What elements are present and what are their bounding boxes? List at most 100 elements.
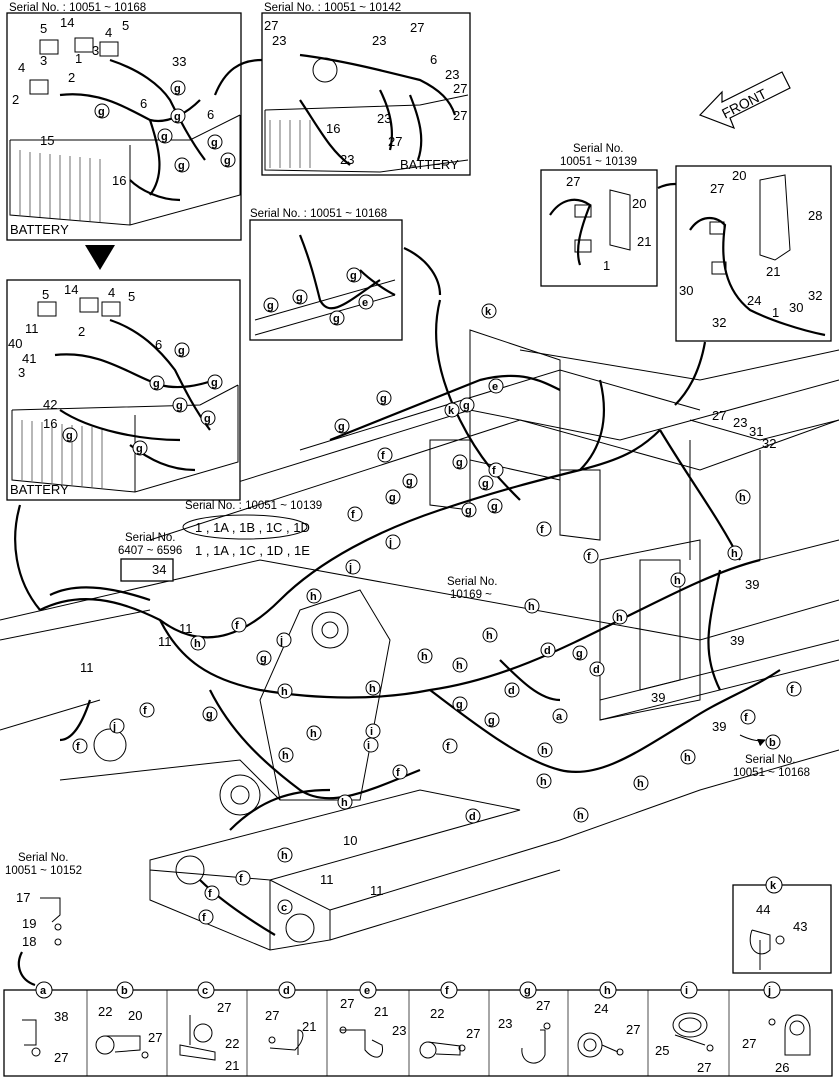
svg-text:g: g	[206, 709, 213, 721]
part-34-box	[120, 558, 174, 582]
inset-callouts: 27 20 28 21 30 32 24 30 32 1	[679, 168, 822, 330]
svg-text:j: j	[348, 562, 352, 574]
serial-10139-label: Serial No. : 10051 ~ 10139	[185, 500, 322, 512]
svg-text:g: g	[176, 400, 183, 412]
inset-letter-callouts: g g g g g g g	[62, 342, 223, 456]
svg-text:3: 3	[40, 53, 47, 68]
svg-text:g: g	[350, 270, 357, 282]
svg-text:27: 27	[453, 81, 467, 96]
svg-text:f: f	[235, 620, 239, 632]
svg-text:15: 15	[40, 133, 54, 148]
svg-text:20: 20	[128, 1008, 142, 1023]
svg-text:5: 5	[42, 287, 49, 302]
svg-text:21: 21	[302, 1019, 316, 1034]
inset-serial-10139: Serial No. 10051 ~ 10139 27 20 21 1	[540, 143, 658, 287]
svg-text:f: f	[351, 509, 355, 521]
svg-text:32: 32	[762, 436, 776, 451]
svg-text:33: 33	[172, 54, 186, 69]
svg-text:25: 25	[655, 1043, 669, 1058]
svg-text:j: j	[112, 721, 116, 733]
svg-text:1: 1	[75, 51, 82, 66]
svg-text:j: j	[767, 985, 771, 997]
serial-10152-l2: 10051 ~ 10152	[5, 865, 82, 877]
svg-text:i: i	[367, 740, 370, 752]
svg-text:24: 24	[747, 293, 761, 308]
legend-cell-a: a 38 27	[22, 981, 68, 1065]
svg-text:27: 27	[697, 1060, 711, 1075]
svg-text:h: h	[674, 575, 681, 587]
legend-cell-h: h 24 27	[577, 981, 640, 1058]
svg-text:f: f	[790, 684, 794, 696]
svg-text:44: 44	[756, 902, 770, 917]
serial-10169-l2: 10169 ~	[450, 589, 492, 601]
svg-text:23: 23	[272, 33, 286, 48]
svg-text:h: h	[281, 850, 288, 862]
inset-callouts: 27 27 23 23 6 23 27 16 23 27 27 23	[264, 18, 467, 167]
svg-text:h: h	[604, 985, 611, 997]
svg-text:h: h	[421, 651, 428, 663]
svg-text:g: g	[174, 83, 181, 95]
svg-text:4: 4	[108, 285, 115, 300]
svg-text:6: 6	[140, 96, 147, 111]
svg-text:31: 31	[749, 424, 763, 439]
svg-text:23: 23	[392, 1023, 406, 1038]
serial-10168-l2: 10051 ~ 10168	[733, 767, 810, 779]
svg-text:28: 28	[808, 208, 822, 223]
svg-text:g: g	[333, 313, 340, 325]
codes-oval	[182, 514, 308, 540]
svg-text:g: g	[482, 478, 489, 490]
inset-battery-top-left: Serial No. : 10051 ~ 10168 BATTERY 5 14 …	[6, 2, 242, 241]
svg-text:40: 40	[8, 336, 22, 351]
svg-text:c: c	[281, 902, 287, 914]
svg-text:f: f	[492, 465, 496, 477]
inset-k: k 44 43	[732, 876, 832, 974]
svg-text:41: 41	[22, 351, 36, 366]
svg-text:f: f	[76, 741, 80, 753]
svg-text:11: 11	[25, 321, 39, 336]
codes-oval-text: 1 , 1A , 1B , 1C , 1D	[195, 520, 310, 535]
svg-text:39: 39	[712, 719, 726, 734]
svg-text:4: 4	[105, 25, 112, 40]
svg-text:f: f	[587, 551, 591, 563]
svg-text:h: h	[637, 778, 644, 790]
legend-cell-c: c 27 22 21	[179, 981, 239, 1073]
svg-text:27: 27	[148, 1030, 162, 1045]
svg-text:g: g	[456, 699, 463, 711]
svg-text:27: 27	[340, 996, 354, 1011]
inset-serial: Serial No. : 10051 ~ 10168	[250, 208, 387, 220]
svg-text:g: g	[98, 106, 105, 118]
svg-text:g: g	[456, 457, 463, 469]
svg-text:g: g	[406, 476, 413, 488]
svg-text:23: 23	[340, 152, 354, 167]
svg-text:43: 43	[793, 919, 807, 934]
svg-text:22: 22	[98, 1004, 112, 1019]
svg-text:h: h	[310, 728, 317, 740]
svg-text:26: 26	[775, 1060, 789, 1075]
inset-serial: Serial No. : 10051 ~ 10142	[264, 2, 401, 14]
inset-callouts: 5 14 4 5 3 2 1 3 4 2 33 6 6 15 16	[12, 15, 214, 188]
inset-callouts: 5 14 4 5 11 2 40 41 3 42 6 16	[8, 282, 162, 431]
inset-harness-center: Serial No. : 10051 ~ 10168 g g g e g	[249, 208, 403, 341]
svg-text:a: a	[556, 711, 563, 723]
inset-serial-l1: Serial No.	[573, 143, 624, 155]
svg-text:27: 27	[410, 20, 424, 35]
svg-text:11: 11	[158, 634, 172, 649]
svg-text:g: g	[491, 501, 498, 513]
svg-text:h: h	[540, 776, 547, 788]
svg-text:g: g	[524, 985, 531, 997]
inset-caption: BATTERY	[400, 157, 459, 172]
svg-text:27: 27	[742, 1036, 756, 1051]
svg-text:g: g	[380, 393, 387, 405]
svg-text:27: 27	[264, 18, 278, 33]
svg-text:g: g	[153, 378, 160, 390]
inset-letter-callouts: g g g e g	[263, 267, 374, 326]
svg-text:f: f	[744, 712, 748, 724]
svg-text:b: b	[121, 985, 128, 997]
svg-text:g: g	[136, 443, 143, 455]
part-number-callouts: 11 11 11 10 11 11 17 19 18 27 23 31 32 3…	[16, 408, 776, 949]
inset-right-bracket: 27 20 28 21 30 32 24 30 32 1	[675, 165, 832, 342]
inset-letter-callouts: g g g g g g g	[94, 80, 236, 173]
svg-text:5: 5	[128, 289, 135, 304]
svg-text:1: 1	[772, 305, 779, 320]
